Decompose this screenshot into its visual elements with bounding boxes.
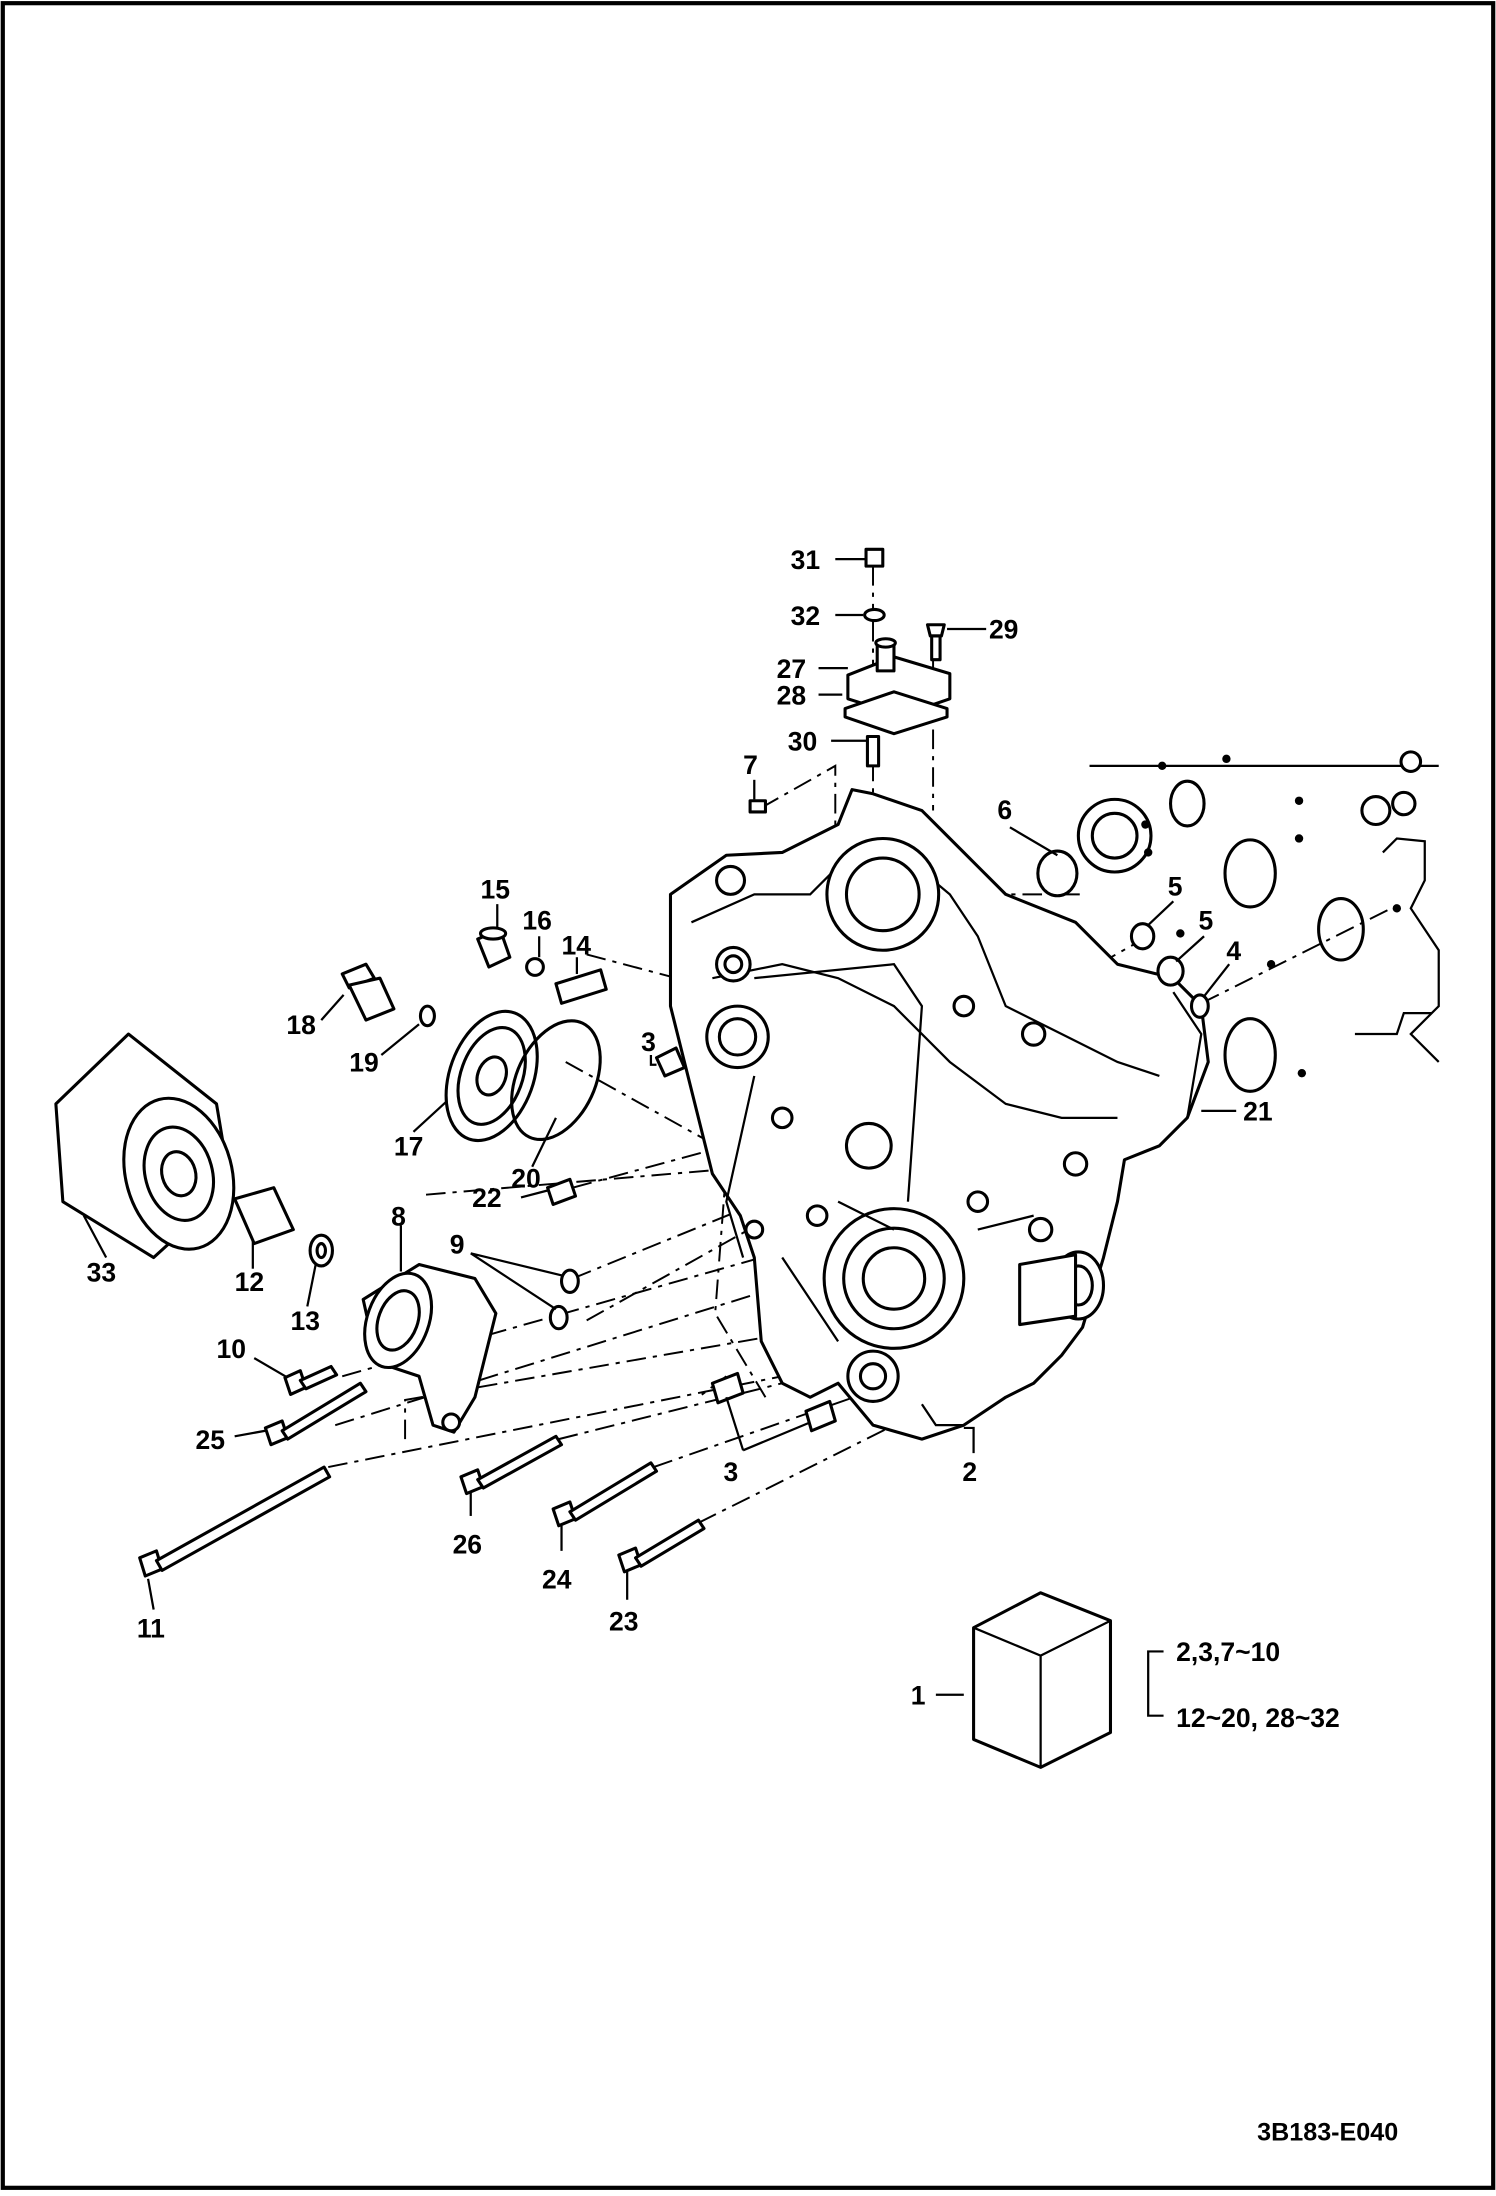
- callout-26: 26: [453, 1530, 483, 1560]
- callout-8: 8: [391, 1201, 406, 1231]
- callout-32: 32: [791, 601, 821, 631]
- oil-filter-group: [54, 1032, 580, 1434]
- callout-labels: 31 32 29 27 28 30 7 6 5 5 4 15 16 14 18 …: [87, 545, 1273, 1711]
- callout-6: 6: [997, 795, 1012, 825]
- callout-21: 21: [1243, 1097, 1273, 1127]
- callout-5a: 5: [1168, 872, 1183, 902]
- callout-24: 24: [542, 1565, 572, 1595]
- leader-lines: [82, 558, 1237, 1610]
- callout-31: 31: [791, 545, 821, 575]
- callout-28: 28: [777, 680, 807, 710]
- bolts: [138, 1364, 837, 1578]
- callout-27: 27: [777, 654, 807, 684]
- callout-25: 25: [196, 1425, 226, 1455]
- kit-contents-line-1: 2,3,7~10: [1176, 1637, 1280, 1667]
- callout-1: 1: [911, 1681, 926, 1711]
- kit-contents-line-2: 12~20, 28~32: [1176, 1703, 1340, 1733]
- relief-valve-parts: [340, 926, 686, 1206]
- callout-17: 17: [394, 1132, 424, 1162]
- callout-12: 12: [235, 1267, 265, 1297]
- callout-3a: 3: [641, 1027, 656, 1057]
- callout-2: 2: [962, 1457, 977, 1487]
- callout-19: 19: [349, 1048, 379, 1078]
- kit-contents: 2,3,7~10 12~20, 28~32: [1176, 1637, 1340, 1733]
- callout-14: 14: [562, 930, 592, 960]
- top-cover-parts: [748, 547, 952, 814]
- callout-20: 20: [511, 1164, 541, 1194]
- callout-9: 9: [450, 1229, 465, 1259]
- callout-22: 22: [472, 1183, 502, 1213]
- callout-4: 4: [1226, 936, 1241, 966]
- callout-3b: 3: [724, 1457, 739, 1487]
- figure-code: 3B183-E040: [1257, 2118, 1398, 2146]
- callout-33: 33: [87, 1257, 117, 1287]
- callout-30: 30: [788, 726, 818, 756]
- gear-case: [668, 788, 1210, 1441]
- callout-23: 23: [609, 1606, 639, 1636]
- callout-13: 13: [291, 1306, 321, 1336]
- callout-18: 18: [286, 1010, 316, 1040]
- engine-block: [1076, 750, 1440, 1093]
- kit-box: [935, 1591, 1164, 1769]
- callout-7: 7: [743, 750, 758, 780]
- callout-5b: 5: [1198, 905, 1213, 935]
- callout-11: 11: [137, 1613, 165, 1643]
- callout-16: 16: [522, 905, 552, 935]
- o-rings: [1036, 849, 1210, 1019]
- callout-15: 15: [481, 875, 511, 905]
- callout-29: 29: [989, 615, 1019, 645]
- callout-10: 10: [217, 1334, 247, 1364]
